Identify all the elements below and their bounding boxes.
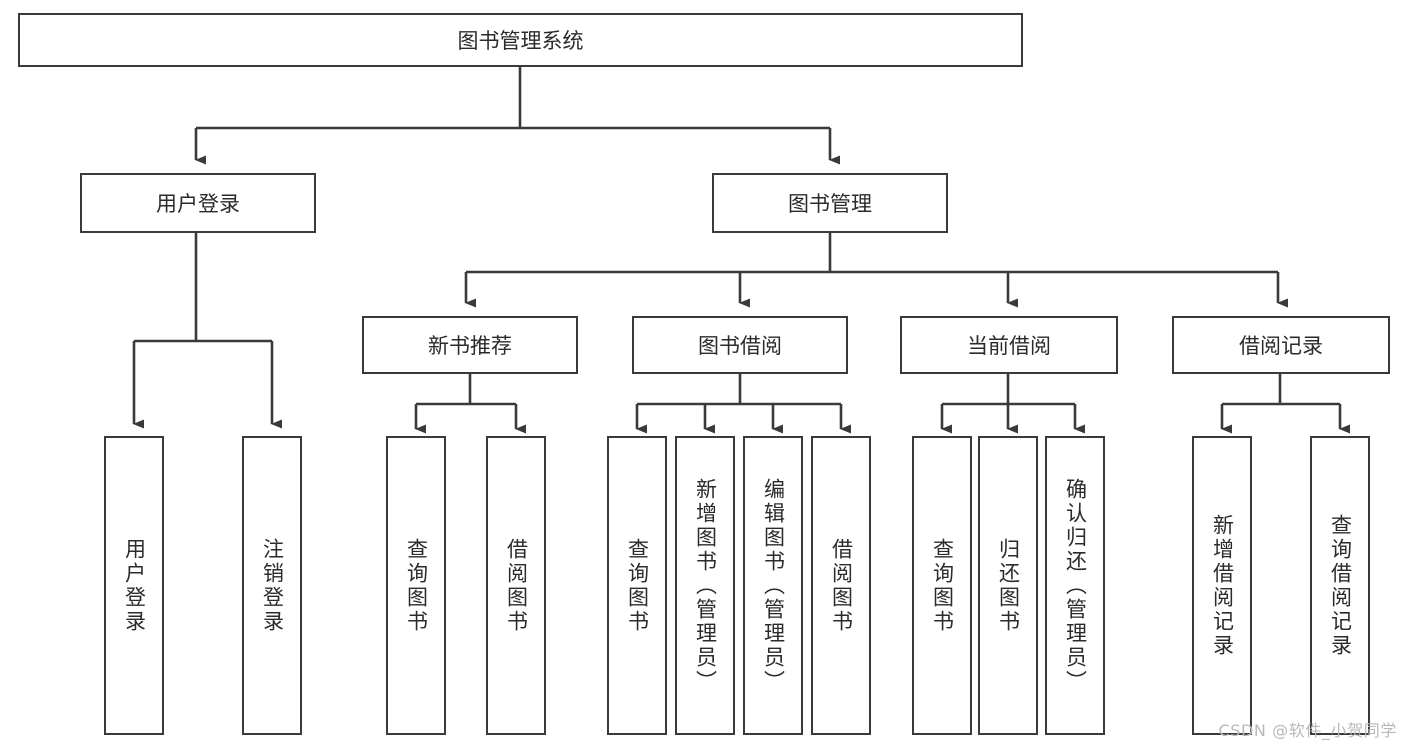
leaf-user-login[interactable]: 用户登录 xyxy=(104,436,164,735)
leaf-record-query[interactable]: 查询借阅记录 xyxy=(1310,436,1370,735)
node-root[interactable]: 图书管理系统 xyxy=(18,13,1023,67)
leaf-borrow-add-book[interactable]: 新增图书（管理员） xyxy=(675,436,735,735)
node-book-management-label: 图书管理 xyxy=(788,192,872,216)
leaf-borrow-edit-book-label: 编辑图书（管理员） xyxy=(761,477,786,694)
node-user-login-label: 用户登录 xyxy=(156,192,240,216)
node-borrow-record[interactable]: 借阅记录 xyxy=(1172,316,1390,374)
leaf-current-return-book[interactable]: 归还图书 xyxy=(978,436,1038,735)
node-book-borrow[interactable]: 图书借阅 xyxy=(632,316,848,374)
node-root-label: 图书管理系统 xyxy=(457,29,584,53)
leaf-user-logout-label: 注销登录 xyxy=(260,537,285,634)
leaf-current-query-book[interactable]: 查询图书 xyxy=(912,436,972,735)
leaf-current-query-book-label: 查询图书 xyxy=(930,537,955,634)
node-book-management[interactable]: 图书管理 xyxy=(712,173,948,233)
node-new-book-recommend[interactable]: 新书推荐 xyxy=(362,316,578,374)
leaf-recommend-borrow-book[interactable]: 借阅图书 xyxy=(486,436,546,735)
leaf-recommend-borrow-book-label: 借阅图书 xyxy=(504,537,529,634)
leaf-borrow-query-book-label: 查询图书 xyxy=(625,537,650,634)
node-book-borrow-label: 图书借阅 xyxy=(698,334,782,358)
leaf-record-add[interactable]: 新增借阅记录 xyxy=(1192,436,1252,735)
leaf-borrow-borrow-book-label: 借阅图书 xyxy=(829,537,854,634)
leaf-borrow-borrow-book[interactable]: 借阅图书 xyxy=(811,436,871,735)
node-current-borrow-label: 当前借阅 xyxy=(967,334,1051,358)
watermark: CSDN @软件_小贺同学 xyxy=(1218,721,1397,740)
leaf-recommend-query-book[interactable]: 查询图书 xyxy=(386,436,446,735)
node-current-borrow[interactable]: 当前借阅 xyxy=(900,316,1118,374)
leaf-borrow-edit-book[interactable]: 编辑图书（管理员） xyxy=(743,436,803,735)
leaf-borrow-query-book[interactable]: 查询图书 xyxy=(607,436,667,735)
leaf-current-confirm-return-label: 确认归还（管理员） xyxy=(1063,477,1088,694)
node-user-login[interactable]: 用户登录 xyxy=(80,173,316,233)
leaf-record-query-label: 查询借阅记录 xyxy=(1328,513,1353,658)
leaf-current-return-book-label: 归还图书 xyxy=(996,537,1021,634)
node-borrow-record-label: 借阅记录 xyxy=(1239,334,1323,358)
leaf-current-confirm-return[interactable]: 确认归还（管理员） xyxy=(1045,436,1105,735)
leaf-recommend-query-book-label: 查询图书 xyxy=(404,537,429,634)
leaf-borrow-add-book-label: 新增图书（管理员） xyxy=(693,477,718,694)
node-new-book-recommend-label: 新书推荐 xyxy=(428,334,512,358)
leaf-user-logout[interactable]: 注销登录 xyxy=(242,436,302,735)
leaf-user-login-label: 用户登录 xyxy=(122,537,147,634)
leaf-record-add-label: 新增借阅记录 xyxy=(1210,513,1235,658)
